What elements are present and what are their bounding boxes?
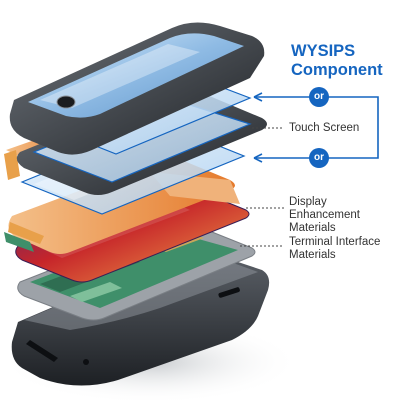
terminal-interface-layer [17,221,256,321]
terminal-label-line-1: Terminal Interface [289,236,381,248]
display-label-line-2: Materials [289,222,336,234]
bottom-port [83,359,89,365]
side-port [218,287,240,298]
title-line-2: Component [291,61,383,79]
display-label-line-1: Display Enhancement [289,196,360,221]
title-line-1: WYSIPS [291,42,356,60]
or-badge-lower: or [309,148,329,168]
terminal-interface-label: Terminal Interface Materials [289,236,380,262]
wysips-title: WYSIPS Component [291,42,383,80]
label-leader-lines [240,127,284,247]
display-enhancement-label: Display Enhancement Materials [289,196,400,235]
home-button [56,95,76,109]
touch-screen-label: Touch Screen [289,122,360,134]
or-badge-upper: or [309,87,329,107]
phone-front [9,22,265,155]
terminal-label-line-2: Materials [289,249,336,261]
